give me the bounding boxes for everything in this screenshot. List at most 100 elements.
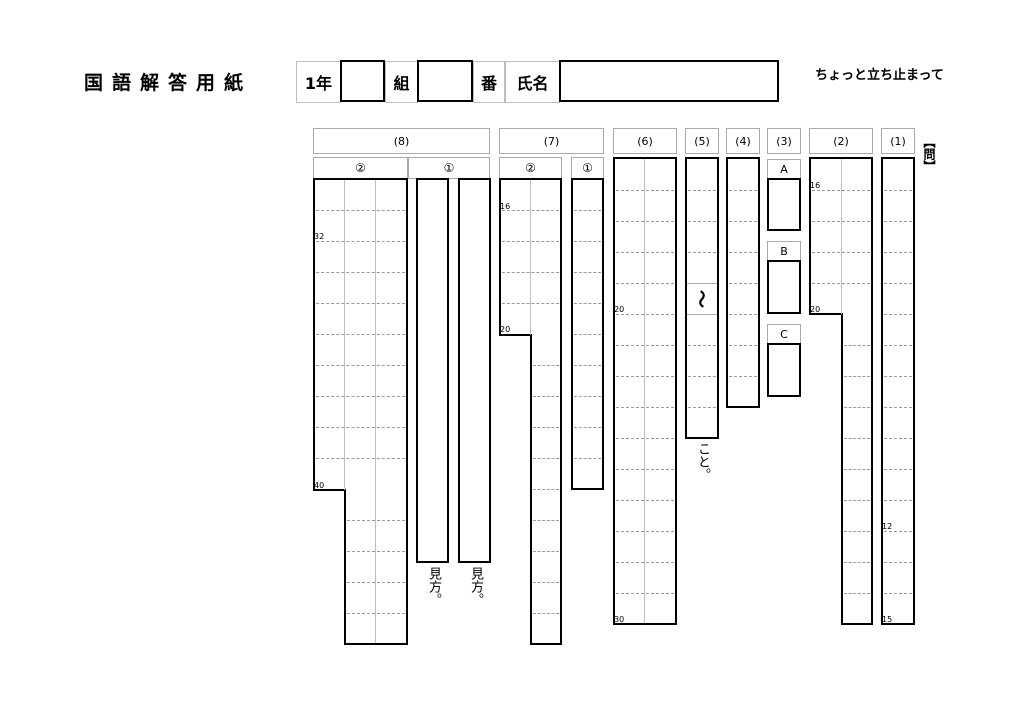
question-5-answer[interactable] bbox=[685, 157, 719, 439]
row-guide bbox=[502, 210, 559, 211]
suffix-mikata-b: 見方。 bbox=[468, 567, 483, 606]
row-guide bbox=[812, 221, 870, 222]
question-8-part-1-header: ① bbox=[408, 157, 490, 179]
row-guide bbox=[884, 252, 912, 253]
row-guide bbox=[884, 345, 912, 346]
row-guide bbox=[316, 427, 405, 428]
row-guide bbox=[316, 272, 405, 273]
row-guide bbox=[574, 427, 601, 428]
row-guide bbox=[884, 283, 912, 284]
grid-line bbox=[375, 180, 376, 643]
row-guide bbox=[502, 241, 559, 242]
class-label: 組 bbox=[385, 61, 418, 103]
row-guide bbox=[844, 407, 870, 408]
question-6-header: (6) bbox=[613, 128, 677, 154]
row-guide bbox=[533, 551, 559, 552]
row-guide bbox=[616, 221, 674, 222]
page-title: 国語解答用紙 bbox=[84, 72, 253, 94]
question-7-part-2-answer-bottom[interactable] bbox=[530, 334, 562, 645]
row-guide bbox=[884, 562, 912, 563]
question-8-part-2-header: ② bbox=[313, 157, 408, 179]
row-guide bbox=[884, 314, 912, 315]
char-count-16: 16 bbox=[810, 181, 821, 190]
question-7-part-1-answer[interactable] bbox=[571, 178, 604, 490]
row-guide bbox=[574, 241, 601, 242]
name-input[interactable] bbox=[559, 60, 779, 102]
question-8-part-1-answer-b[interactable] bbox=[458, 178, 491, 563]
char-count-12: 12 bbox=[882, 522, 893, 531]
question-6-answer[interactable] bbox=[613, 157, 677, 625]
question-2-answer-top[interactable] bbox=[809, 157, 873, 315]
row-guide bbox=[574, 396, 601, 397]
option-a-answer[interactable] bbox=[767, 178, 801, 231]
row-guide bbox=[688, 190, 716, 191]
question-5-header: (5) bbox=[685, 128, 719, 154]
char-count-40: 40 bbox=[314, 481, 325, 490]
row-guide bbox=[574, 272, 601, 273]
row-guide bbox=[844, 469, 870, 470]
question-8-part-2-answer-top[interactable] bbox=[313, 178, 408, 491]
grid-line bbox=[841, 159, 842, 314]
grid-line bbox=[344, 180, 345, 490]
row-guide bbox=[316, 210, 405, 211]
grade-label: 1年 bbox=[296, 61, 341, 103]
number-label: 番 bbox=[473, 61, 505, 103]
question-4-answer[interactable] bbox=[726, 157, 760, 408]
wave-dash-mark: 〜 bbox=[690, 290, 711, 308]
row-guide bbox=[616, 190, 674, 191]
row-guide bbox=[316, 458, 405, 459]
grid-line bbox=[644, 159, 645, 623]
question-3-header: (3) bbox=[767, 128, 801, 154]
row-guide bbox=[616, 376, 674, 377]
question-8-step-line bbox=[313, 489, 346, 491]
row-guide bbox=[844, 345, 870, 346]
question-7-part-2-answer-top[interactable] bbox=[499, 178, 562, 336]
row-guide bbox=[533, 489, 559, 490]
row-guide bbox=[688, 407, 716, 408]
char-count-20: 20 bbox=[500, 325, 511, 334]
option-b-answer[interactable] bbox=[767, 260, 801, 314]
row-guide bbox=[729, 345, 757, 346]
row-guide bbox=[533, 613, 559, 614]
row-guide bbox=[688, 376, 716, 377]
row-guide bbox=[884, 469, 912, 470]
row-guide bbox=[616, 314, 674, 315]
row-guide bbox=[533, 427, 559, 428]
row-guide bbox=[574, 334, 601, 335]
row-guide bbox=[884, 221, 912, 222]
row-guide bbox=[729, 376, 757, 377]
row-guide bbox=[616, 345, 674, 346]
question-8-part-2-answer-bottom[interactable] bbox=[344, 489, 408, 645]
question-7-header: (7) bbox=[499, 128, 604, 154]
row-guide bbox=[844, 500, 870, 501]
option-a-label: A bbox=[767, 159, 801, 179]
row-guide bbox=[347, 520, 405, 521]
row-guide bbox=[533, 396, 559, 397]
question-2-step-line bbox=[809, 313, 843, 315]
grade-input[interactable] bbox=[340, 60, 385, 102]
name-label: 氏名 bbox=[505, 61, 560, 103]
row-guide bbox=[884, 531, 912, 532]
row-guide bbox=[844, 438, 870, 439]
row-guide bbox=[688, 221, 716, 222]
question-1-answer[interactable] bbox=[881, 157, 915, 625]
option-b-label: B bbox=[767, 241, 801, 261]
class-input[interactable] bbox=[417, 60, 473, 102]
row-guide bbox=[884, 376, 912, 377]
question-4-header: (4) bbox=[726, 128, 760, 154]
row-guide bbox=[347, 551, 405, 552]
row-guide bbox=[729, 221, 757, 222]
row-guide bbox=[884, 500, 912, 501]
row-guide bbox=[688, 345, 716, 346]
option-c-answer[interactable] bbox=[767, 343, 801, 397]
row-guide bbox=[316, 241, 405, 242]
row-guide bbox=[574, 458, 601, 459]
suffix-koto: こと。 bbox=[695, 442, 710, 481]
row-guide bbox=[729, 252, 757, 253]
grid-line bbox=[530, 180, 531, 335]
question-8-part-1-answer-a[interactable] bbox=[416, 178, 449, 563]
row-guide bbox=[616, 593, 674, 594]
row-guide bbox=[729, 314, 757, 315]
question-2-answer-bottom[interactable] bbox=[841, 313, 873, 625]
